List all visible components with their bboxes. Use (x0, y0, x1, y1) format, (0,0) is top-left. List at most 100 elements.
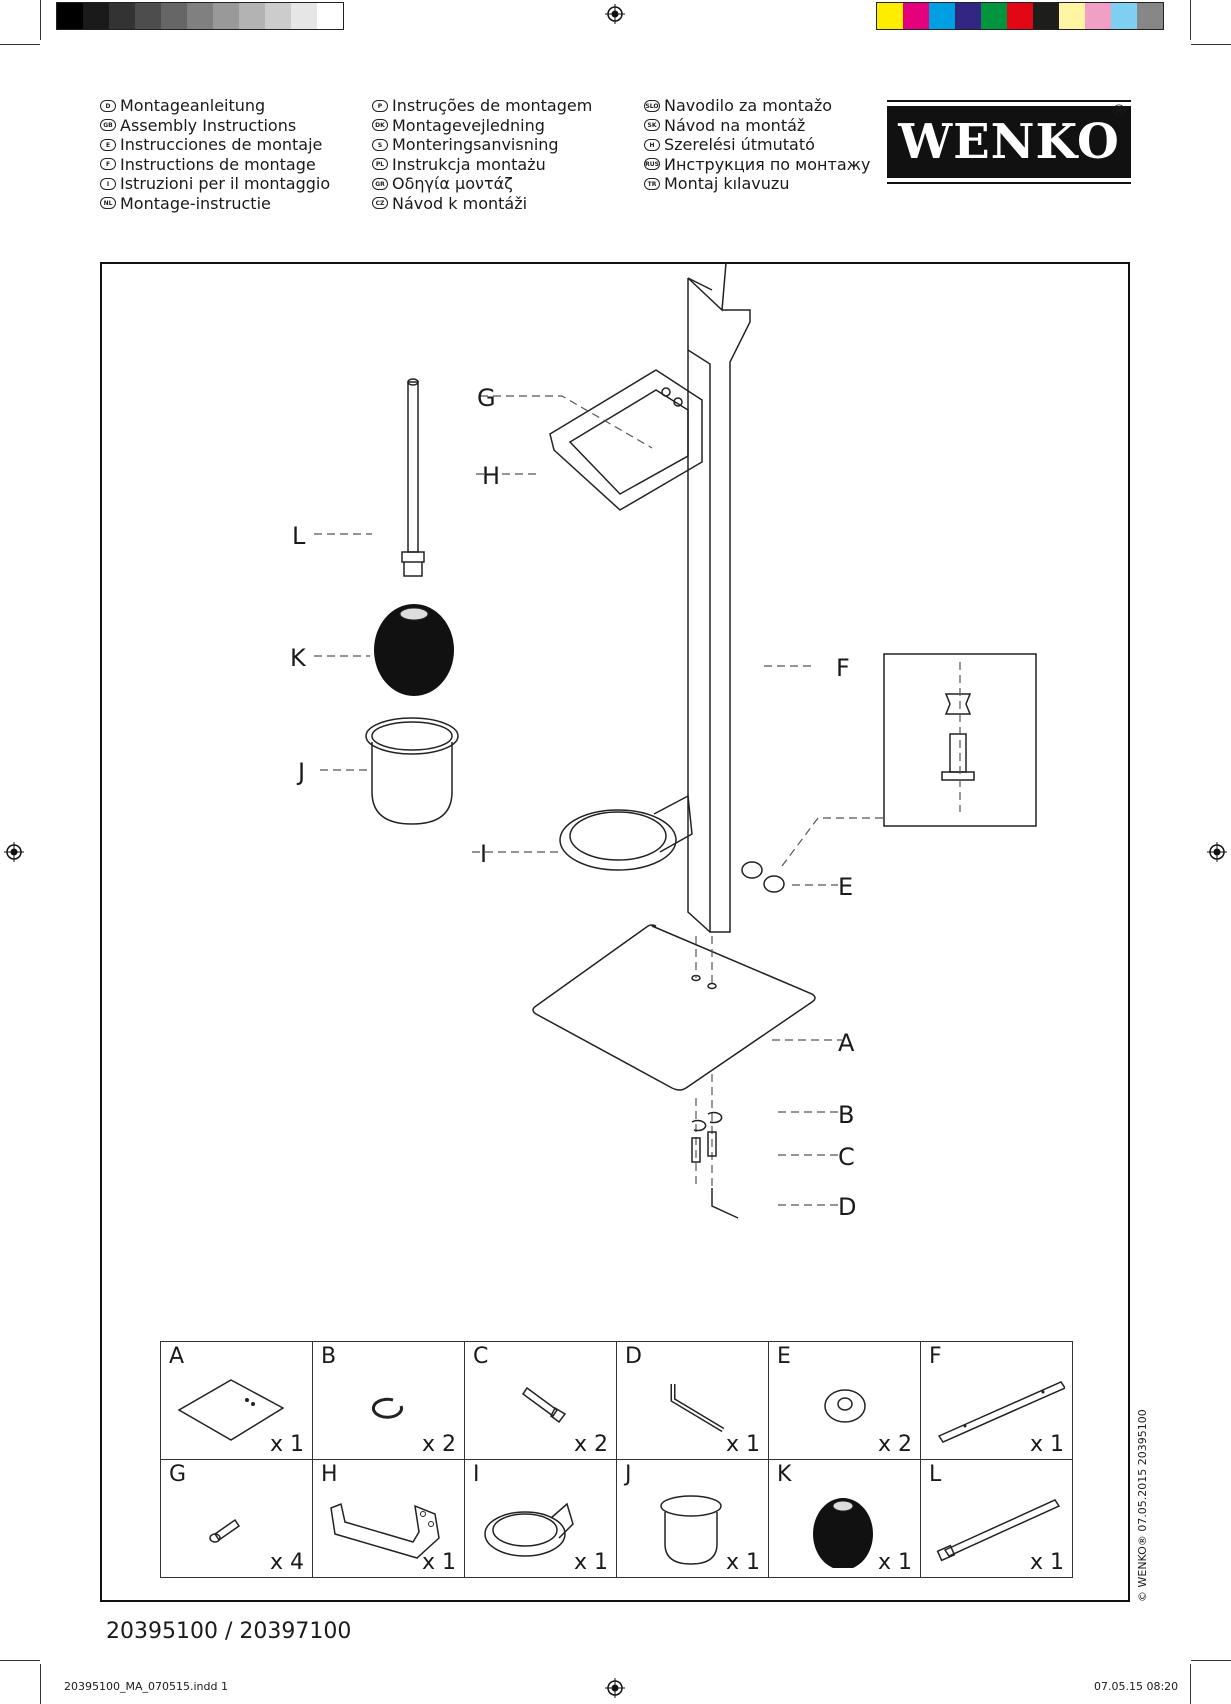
assembly-diagram-frame (100, 262, 1130, 1602)
part-quantity: x 2 (421, 1432, 456, 1457)
part-quantity: x 1 (421, 1550, 456, 1575)
footer-file-name: 20395100_MA_070515.indd 1 (64, 1680, 228, 1693)
language-label: Instrucciones de montaje (120, 135, 323, 154)
wenko-logo: WENKO (887, 100, 1131, 184)
language-code-badge: I (100, 177, 116, 190)
base-plate-icon (177, 1379, 285, 1441)
registration-mark-icon (1207, 842, 1227, 862)
color-swatch (981, 3, 1007, 29)
color-swatch (265, 3, 291, 29)
language-label: Instruções de montagem (392, 96, 593, 115)
crop-mark (1190, 1664, 1191, 1704)
language-label: Instructions de montage (120, 154, 316, 174)
part-quantity: x 1 (877, 1550, 912, 1575)
callout-j: J (296, 758, 305, 786)
part-letter: B (321, 1344, 337, 1369)
model-numbers: 20395100 / 20397100 (106, 1619, 352, 1644)
color-swatch (161, 3, 187, 29)
crop-mark (40, 1664, 41, 1704)
part-quantity: x 1 (725, 1432, 760, 1457)
callout-i: I (480, 840, 487, 868)
color-swatch (929, 3, 955, 29)
pole-drawing (687, 262, 751, 933)
language-label: Istruzioni per il montaggio (120, 174, 331, 193)
language-code-badge: TR (644, 177, 660, 190)
base-plate-drawing (532, 924, 816, 1091)
callout-a: A (838, 1029, 855, 1057)
callout-b: B (838, 1101, 854, 1129)
registration-mark-icon (4, 842, 24, 862)
brush-cup-icon (660, 1495, 722, 1565)
part-letter: L (929, 1462, 942, 1487)
language-code-badge: P (372, 99, 388, 112)
part-quantity: x 1 (269, 1432, 304, 1457)
part-letter: F (929, 1344, 942, 1369)
language-entry: P Instruções de montagem (372, 96, 592, 116)
brush-handle-icon (936, 1499, 1061, 1562)
part-letter: H (321, 1462, 338, 1487)
logo-wordmark: WENKO (887, 106, 1131, 178)
bolt-icon (521, 1386, 567, 1424)
part-quantity: x 4 (269, 1550, 304, 1575)
language-label: Montageanleitung (120, 96, 266, 115)
part-letter: D (625, 1344, 642, 1369)
part-quantity: x 1 (573, 1550, 608, 1575)
color-swatch (1033, 3, 1059, 29)
callout-f: F (836, 654, 850, 682)
language-code-badge: CZ (372, 197, 388, 210)
language-code-badge: H (644, 138, 660, 151)
color-swatch (955, 3, 981, 29)
part-letter: E (777, 1344, 791, 1369)
color-swatch (1059, 3, 1085, 29)
part-quantity: x 2 (573, 1432, 608, 1457)
color-swatch (291, 3, 317, 29)
paper-holder-icon (330, 1502, 440, 1559)
pole-icon (937, 1381, 1065, 1443)
color-swatch (213, 3, 239, 29)
language-code-badge: S (372, 138, 388, 151)
part-letter: G (169, 1462, 187, 1487)
footer-datetime: 07.05.15 08:20 (1094, 1680, 1179, 1693)
part-letter: C (473, 1344, 489, 1369)
callout-e: E (838, 873, 853, 901)
paper-holder-drawing (549, 369, 703, 511)
brush-head-icon (813, 1498, 873, 1568)
language-label: Montage-instructie (120, 193, 271, 213)
crop-mark (0, 44, 40, 45)
callout-h: H (482, 462, 500, 490)
part-quantity: x 2 (877, 1432, 912, 1457)
callout-k: K (290, 644, 307, 672)
crop-mark (0, 1660, 40, 1661)
crop-mark (1190, 0, 1191, 40)
callout-c: C (838, 1143, 855, 1171)
color-swatch (83, 3, 109, 29)
color-swatch (903, 3, 929, 29)
language-label: Instrukcja montażu (392, 154, 546, 174)
brush-handle-drawing (407, 381, 419, 553)
part-quantity: x 1 (1029, 1432, 1064, 1457)
color-swatch (187, 3, 213, 29)
color-swatch (317, 3, 343, 29)
language-entry: I Istruzioni per il montaggio (100, 174, 330, 194)
language-label: Navodilo za montažo (664, 96, 833, 115)
language-code-badge: SLO (644, 99, 660, 112)
